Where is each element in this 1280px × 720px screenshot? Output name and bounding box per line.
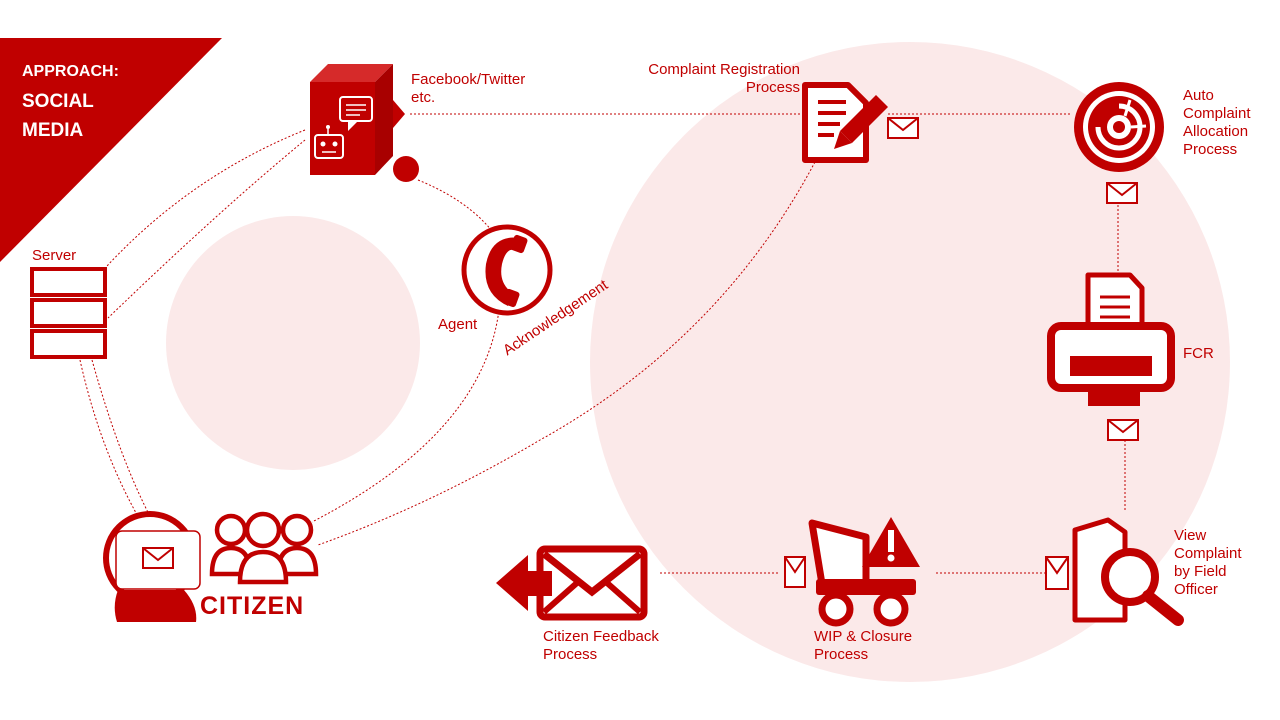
chat-bubble-icon <box>339 96 373 131</box>
citizen-label: CITIZEN <box>200 592 305 620</box>
document-edit-icon <box>802 82 888 163</box>
envelope-arrow-icon <box>496 545 648 621</box>
large-background-circle <box>590 42 1230 682</box>
printer-icon <box>1047 272 1175 406</box>
agent-label: Agent <box>438 316 478 333</box>
server-stack-icon <box>30 267 107 359</box>
server-label: Server <box>32 247 77 264</box>
allocation-target-icon <box>1074 82 1164 172</box>
banner-subtitle-1: SOCIAL <box>22 91 94 112</box>
envelope-icon <box>1045 556 1069 590</box>
envelope-icon <box>1106 182 1138 204</box>
dump-truck-warning-icon <box>808 517 920 627</box>
citizen-group-icon <box>209 511 319 585</box>
robot-icon <box>314 125 344 159</box>
envelope-icon <box>784 556 806 588</box>
approach-banner <box>0 38 222 262</box>
banner-title: APPROACH: <box>22 63 119 80</box>
envelope-icon <box>1107 419 1139 441</box>
small-background-circle <box>166 216 420 470</box>
connection-dot <box>393 156 419 182</box>
phone-icon <box>461 224 553 316</box>
banner-subtitle-2: MEDIA <box>22 120 84 141</box>
fcr-label: FCR <box>1183 345 1214 362</box>
mail-globe-icon <box>103 511 201 622</box>
document-search-icon <box>1072 517 1184 626</box>
envelope-icon <box>887 117 919 139</box>
connector-lines <box>79 113 1126 574</box>
